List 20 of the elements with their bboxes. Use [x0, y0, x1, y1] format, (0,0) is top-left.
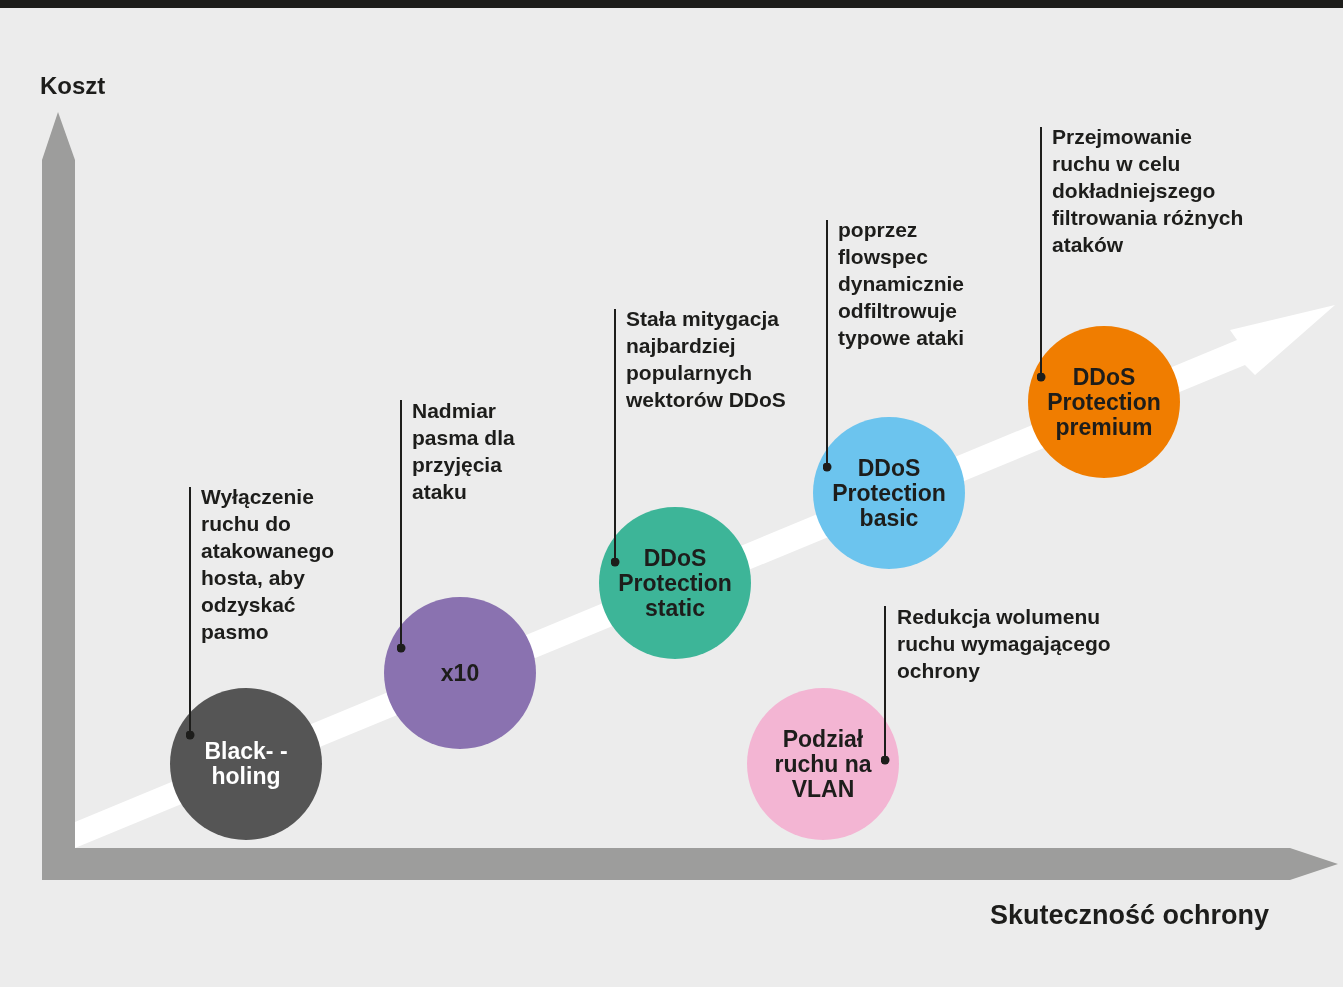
- callout-text: Redukcja wolumenu ruchu wymagającego ochrony: [897, 603, 1152, 684]
- callout-text: Wyłączenie ruchu do atakowanego hosta, aby odzyskać pasmo: [201, 483, 366, 645]
- service-circle: Podział ruchu na VLAN: [747, 688, 899, 840]
- callout-text: poprzez flowspec dynamicznie odfiltrowuje typowe ataki: [838, 216, 1008, 351]
- service-circle: DDoS Protection premium: [1028, 326, 1180, 478]
- leader-line: [396, 399, 406, 653]
- callout-text: Przejmowanie ruchu w celu dokładniejszego filtrowania różnych ataków: [1052, 123, 1247, 258]
- leader-line: [1036, 126, 1046, 382]
- leader-line: [610, 308, 620, 567]
- callout-text: Stała mitygacja najbardziej popularnych wektorów DDoS: [626, 305, 806, 413]
- service-circle: DDoS Protection basic: [813, 417, 965, 569]
- leader-line: [185, 486, 195, 740]
- leader-line: [880, 605, 890, 765]
- service-circle: Black- -holing: [170, 688, 322, 840]
- service-circle: DDoS Protection static: [599, 507, 751, 659]
- service-circle: x10: [384, 597, 536, 749]
- axis-title: Koszt: [40, 72, 106, 100]
- leader-line: [822, 219, 832, 472]
- axis-title: Skuteczność ochrony: [990, 900, 1270, 931]
- callout-text: Nadmiar pasma dla przyjęcia ataku: [412, 397, 562, 505]
